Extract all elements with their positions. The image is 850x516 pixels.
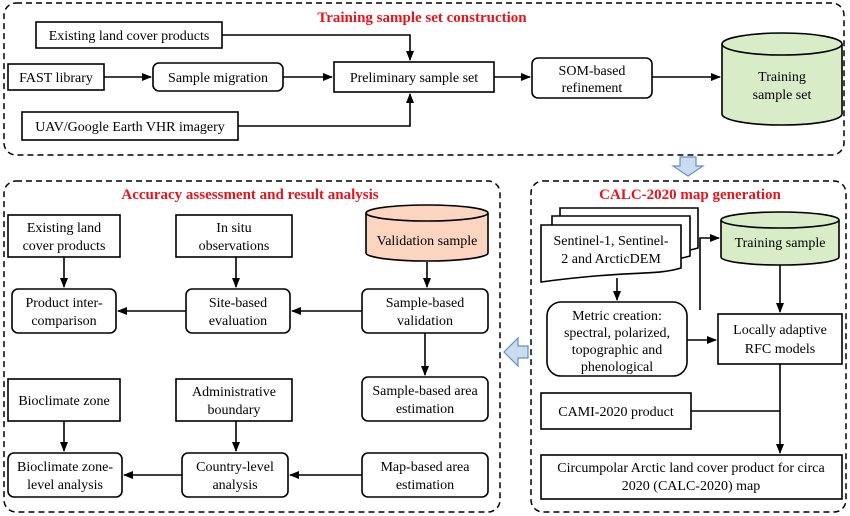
som-refinement-box xyxy=(531,57,653,99)
sample-migration-label: Sample migration xyxy=(168,71,268,86)
map-based-area-estimation-label-1: Map-based area xyxy=(380,460,470,475)
in-situ-label-1: In situ xyxy=(216,221,251,236)
existing-land-cover-label-1: Existing land xyxy=(27,221,101,236)
administrative-boundary-label-1: Administrative xyxy=(192,385,276,400)
flow-down-arrow xyxy=(671,156,705,177)
product-intercomparison-label-1: Product inter- xyxy=(25,296,102,311)
site-based-evaluation-label-2: evaluation xyxy=(209,314,267,329)
sample-based-area-estimation-label-2: estimation xyxy=(396,402,454,417)
uav-imagery-box xyxy=(21,111,239,141)
product-intercomparison-label-2: comparison xyxy=(31,314,96,329)
som-refinement-label-1: SOM-based xyxy=(559,64,626,79)
rfc-models-box xyxy=(717,313,843,365)
product-intercomparison-box xyxy=(11,288,117,334)
calc-2020-map-label-1: Circumpolar Arctic land cover product fo… xyxy=(557,461,825,476)
calc-2020-map-label-2: 2020 (CALC-2020) map xyxy=(622,479,760,494)
arrow-existing-to-preliminary xyxy=(222,34,414,61)
rfc-models-label-2: RFC models xyxy=(745,342,815,357)
administrative-boundary-box xyxy=(175,378,293,422)
training-sample-cylinder xyxy=(720,211,840,266)
metric-creation-box xyxy=(546,301,688,377)
training-sample-label: Training sample xyxy=(735,236,826,251)
validation-sample-label: Validation sample xyxy=(377,234,478,249)
sample-based-area-estimation-box xyxy=(361,376,489,422)
preliminary-sample-set-box xyxy=(333,61,495,93)
sentinel-label-2: 2 and ArcticDEM xyxy=(561,252,661,267)
bioclimate-analysis-label-1: Bioclimate zone- xyxy=(17,460,113,475)
rfc-models-label-1: Locally adaptive xyxy=(733,323,827,338)
som-refinement-label-2: refinement xyxy=(562,81,623,96)
metric-creation-label-4: phenological xyxy=(581,360,653,375)
arrow-uav-to-preliminary xyxy=(238,93,414,127)
calc-2020-map-box xyxy=(540,454,843,500)
calc-group-frame xyxy=(530,180,847,513)
arrow-sentinel-to-training-sample xyxy=(699,234,720,310)
bioclimate-analysis-box xyxy=(7,452,123,498)
sentinel-data-stack xyxy=(540,207,699,283)
existing-land-cover-products-label: Existing land cover products xyxy=(49,29,210,44)
fast-library-box xyxy=(7,63,105,91)
training-group-title: Training sample set construction xyxy=(317,10,527,26)
metric-creation-label-3: topographic and xyxy=(572,343,663,358)
metric-creation-label-2: spectral, polarized, xyxy=(564,326,670,341)
site-based-evaluation-label-1: Site-based xyxy=(209,296,267,311)
training-group-frame xyxy=(3,2,845,156)
bioclimate-zone-box xyxy=(7,378,121,422)
sentinel-label-1: Sentinel-1, Sentinel- xyxy=(553,234,668,249)
preliminary-sample-set-label: Preliminary sample set xyxy=(350,71,478,86)
sample-based-validation-label-2: validation xyxy=(397,314,453,329)
metric-creation-label-1: Metric creation: xyxy=(572,309,662,324)
in-situ-label-2: observations xyxy=(199,239,270,254)
fast-library-label: FAST library xyxy=(19,71,93,86)
administrative-boundary-label-2: boundary xyxy=(208,403,261,418)
cami-2020-label: CAMI-2020 product xyxy=(558,405,674,420)
accuracy-group-frame xyxy=(3,180,501,513)
flow-left-arrow xyxy=(503,336,529,368)
bioclimate-zone-label: Bioclimate zone xyxy=(18,394,109,409)
in-situ-box xyxy=(175,214,293,258)
country-level-analysis-label-2: analysis xyxy=(212,478,257,493)
accuracy-group-title: Accuracy assessment and result analysis xyxy=(121,187,378,203)
training-sample-set-cylinder xyxy=(721,32,843,126)
existing-land-cover-label-2: cover products xyxy=(23,239,106,254)
training-sample-set-label-2: sample set xyxy=(753,88,812,103)
sample-based-area-estimation-label-1: Sample-based area xyxy=(372,384,478,399)
calc-group-title: CALC-2020 map generation xyxy=(599,187,781,203)
country-level-analysis-label-1: Country-level xyxy=(196,460,274,475)
sample-based-validation-label-1: Sample-based xyxy=(386,296,465,311)
uav-imagery-label: UAV/Google Earth VHR imagery xyxy=(35,120,225,135)
map-based-area-estimation-label-2: estimation xyxy=(396,478,454,493)
training-sample-set-label-1: Training xyxy=(758,70,806,85)
existing-land-cover-box xyxy=(7,214,121,258)
validation-sample-cylinder xyxy=(365,204,489,262)
bioclimate-analysis-label-2: level analysis xyxy=(27,478,103,493)
